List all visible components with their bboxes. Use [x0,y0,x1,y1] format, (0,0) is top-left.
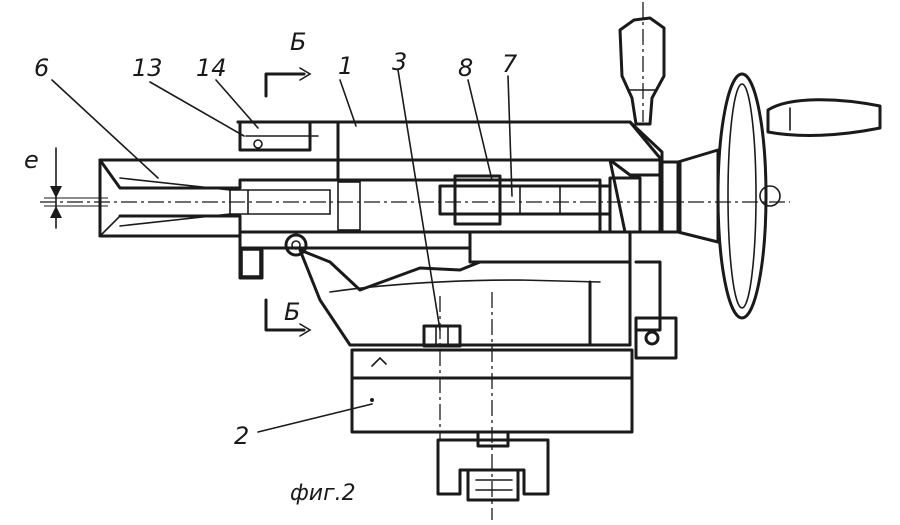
label-section-top: Б [290,28,306,56]
label-3: 3 [392,48,407,76]
base-plate-2 [350,348,634,434]
label-e: e [24,146,39,174]
handwheel [660,72,882,320]
label-13: 13 [132,54,163,82]
support-bracket [284,233,632,347]
label-1: 1 [338,52,353,80]
quill-6 [98,158,602,238]
label-2: 2 [234,422,249,450]
label-8: 8 [458,54,473,82]
dimension-e [44,147,108,229]
bolt-3 [422,324,462,348]
side-bracket [634,260,678,360]
label-6: 6 [34,54,49,82]
label-section-bottom: Б [284,298,300,326]
section-mark-top [264,67,312,98]
clamp-block [436,430,550,502]
figure-caption: фиг.2 [290,481,356,506]
section-mark-bottom [264,298,312,337]
clamp-lever [618,2,666,126]
center-lines [40,201,790,520]
key-13-pin-14 [238,120,319,152]
leader-lines [51,69,513,433]
label-14: 14 [196,54,227,82]
screw-7 [438,174,642,234]
label-7: 7 [502,50,518,78]
